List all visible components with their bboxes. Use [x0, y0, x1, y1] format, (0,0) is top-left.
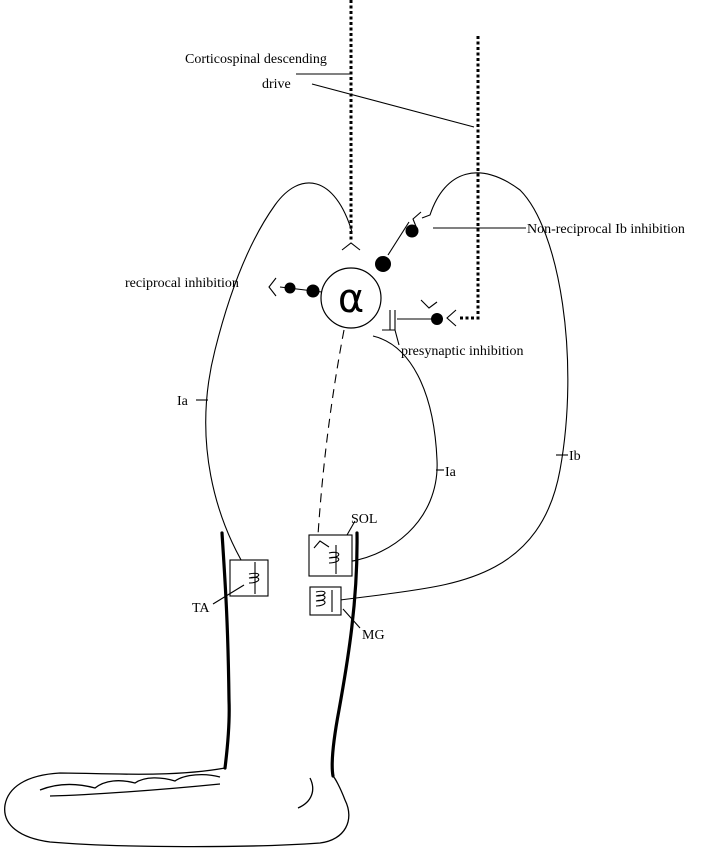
corticospinal-label-line1: Corticospinal descending	[185, 52, 327, 67]
reciprocal-interneuron-a	[284, 282, 296, 294]
mg-label: MG	[362, 628, 385, 643]
ib-interneuron-a	[405, 224, 419, 238]
reciprocal-interneuron-b	[306, 284, 320, 298]
sol-label: SOL	[351, 512, 377, 527]
ta-leader	[212, 584, 245, 605]
non-reciprocal-ib-label: Non-reciprocal Ib inhibition	[527, 222, 685, 237]
ia-right-label: Ia	[445, 465, 457, 480]
presynaptic-leader	[382, 329, 400, 346]
sol-spindle-coil	[328, 545, 340, 574]
leg-back-contour	[330, 531, 359, 778]
ib-interneuron-link	[387, 221, 410, 256]
ib-afferent	[339, 172, 569, 601]
ia-afferent-right	[336, 335, 438, 564]
presynaptic-synapse-right	[446, 309, 457, 327]
mg-leader	[342, 608, 361, 629]
alpha-motoneuron	[320, 267, 382, 329]
presynaptic-terminal	[389, 310, 396, 330]
reciprocal-synapse	[268, 277, 277, 297]
toes	[39, 774, 221, 797]
foot-outline	[4, 767, 350, 848]
corticospinal-label-line2: drive	[262, 77, 291, 92]
ia-afferent-left	[205, 182, 353, 584]
presynaptic-interneuron	[431, 313, 443, 325]
sol-spindle-box	[308, 534, 353, 577]
sol-leader	[346, 520, 356, 536]
mg-spindle-box	[309, 586, 342, 616]
ta-spindle-coil	[248, 562, 260, 594]
alpha-symbol: α	[338, 276, 364, 322]
corticospinal-pathway-right	[458, 36, 480, 320]
motor-axon	[317, 329, 345, 536]
ib-interneuron-b	[375, 256, 391, 272]
ta-label: TA	[192, 601, 210, 616]
presynaptic-synapse-top	[420, 299, 438, 309]
leg-front-contour	[220, 531, 231, 770]
ia-left-label: Ia	[177, 394, 189, 409]
presynaptic-inhibition-label: presynaptic inhibition	[401, 344, 523, 359]
heel-crease	[297, 777, 314, 809]
corticospinal-leader-lines	[296, 73, 475, 128]
sol-synapse	[313, 540, 330, 549]
corticospinal-synapse-left	[341, 242, 361, 251]
mg-spindle-coil	[315, 590, 333, 612]
reciprocal-inhibition-label: reciprocal inhibition	[125, 276, 239, 291]
ib-label: Ib	[569, 449, 581, 464]
